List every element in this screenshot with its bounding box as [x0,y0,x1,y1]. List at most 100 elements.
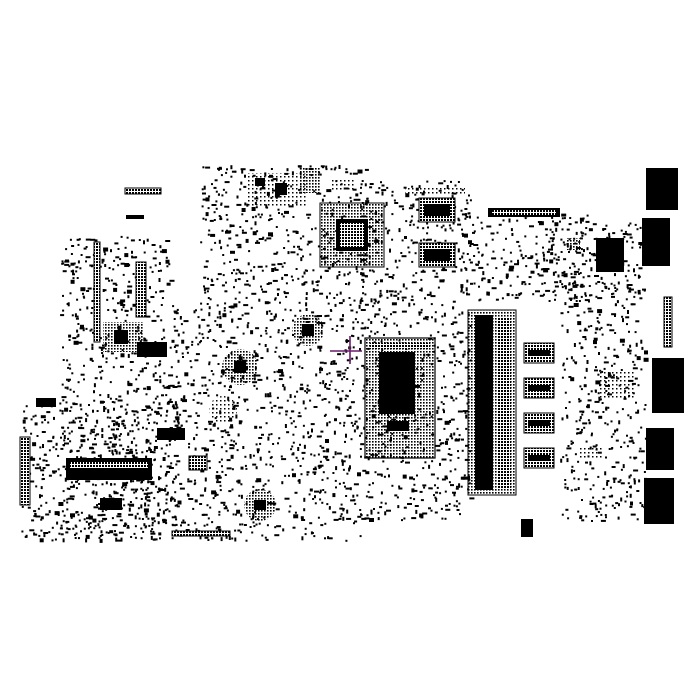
component-pad [92,451,95,454]
component-pad [579,515,583,518]
component-pad [370,330,373,333]
component-pad [562,456,565,459]
component-pad [460,287,463,292]
component-pad [96,433,100,436]
component-pad [297,415,302,418]
component-pad [36,463,40,466]
component-pad [610,420,613,423]
component-pad [393,199,396,202]
component-pad [39,466,42,470]
component-pad [274,313,277,318]
component-pad [341,372,346,375]
component-pad [99,534,102,537]
component-pad [311,228,313,231]
component-pad [309,399,312,402]
component-pad [230,454,234,459]
component-pad [638,267,643,270]
component-pad [437,418,443,421]
component-pad [172,386,178,388]
component-pad [575,231,578,235]
component-pad [472,223,475,226]
component-pad [461,449,464,452]
component-pad [218,239,221,244]
component-pad [217,273,222,276]
component-pad [436,486,439,489]
component-pad [333,297,336,299]
component-pad [170,366,173,369]
component-pad [469,199,472,202]
component-pad [147,504,150,507]
component-pad [218,513,221,516]
component-pad [279,301,281,304]
component-pad [568,251,570,253]
component-pad [633,469,639,472]
component-pad [278,369,283,374]
component-pad [153,459,156,462]
component-pad [177,359,180,363]
component-pad [142,530,145,533]
component-pad [52,436,55,439]
component-pad [61,510,64,513]
component-pad [629,236,633,239]
component-pad [203,289,206,292]
component-pad [131,352,134,355]
component-pad [613,479,616,483]
component-pad [559,280,562,283]
component-pad [72,484,75,487]
component-pad [116,515,122,518]
component-pad [209,506,212,509]
component-pad [461,311,464,315]
component-pad [89,357,93,361]
component-pad [516,275,519,278]
component-pad [450,323,454,325]
component-pad [223,503,226,506]
component-pad [165,498,168,501]
component-pad [470,282,473,285]
component-pad [238,396,241,399]
component-pad [103,247,109,252]
component-pad [83,518,86,521]
component-pad [357,472,361,477]
component-pad [113,483,116,486]
component-pad [121,420,124,423]
component-pad [224,302,227,305]
component-pad [59,402,62,405]
component-pad [303,350,306,354]
component-pad [458,483,461,488]
component-pad [565,454,568,457]
component-pad [129,448,133,451]
component-pad [218,215,221,217]
component-pad [419,513,424,518]
component-pad [469,243,474,245]
component-pad [453,336,457,339]
component-pad [266,348,269,353]
component-pad [219,344,222,347]
component-pad [580,295,583,298]
component-pad [514,263,519,266]
component-pad [120,304,126,306]
component-pad [201,376,207,379]
component-pad [90,265,93,268]
component-pad [297,245,300,248]
component-pad [373,302,376,305]
component-pad [254,352,257,357]
component-pad [602,496,606,499]
component-pad [611,295,615,298]
component-pad [530,270,535,274]
component-pad [200,241,203,244]
component-pad [554,281,559,284]
component-pad [230,175,233,178]
component-pad [153,421,156,424]
component-pad [336,370,342,373]
component-pad [612,433,615,436]
component-pad [521,257,524,260]
component-pad [62,359,65,361]
component-pad [110,352,114,355]
component-pad [237,317,242,320]
component-pad [47,421,50,424]
component-pad [48,449,51,452]
component-pad [383,333,385,336]
component-pad [561,271,565,274]
component-pad [368,335,371,338]
component-pad [590,294,593,297]
